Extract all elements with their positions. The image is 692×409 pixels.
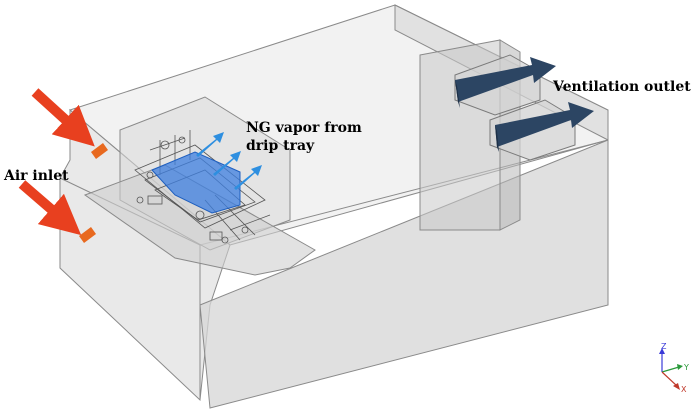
vapor-arrow xyxy=(234,165,262,190)
equipment-box xyxy=(147,195,163,205)
equipment-box xyxy=(209,231,223,241)
outlet-arrow xyxy=(455,80,460,108)
equipment-valve xyxy=(160,140,170,150)
ventilation-outlet-label: Ventilation outlet xyxy=(553,79,691,95)
air-inlet-opening xyxy=(79,227,96,243)
air-inlet-arrow xyxy=(31,88,95,147)
z-axis-label: Z xyxy=(661,342,667,351)
drip-tray xyxy=(151,151,241,214)
equipment-valve xyxy=(241,226,249,234)
y-axis-line xyxy=(661,366,680,373)
equipment-valve xyxy=(195,210,205,220)
ng-vapor-label-line2: drip tray xyxy=(246,138,315,154)
air-inlet-arrow xyxy=(18,180,82,236)
air-inlet-opening xyxy=(91,143,108,159)
outlet-arrow xyxy=(495,125,499,152)
z-axis-head xyxy=(659,348,665,354)
equipment-valve xyxy=(146,171,154,179)
equipment-valve xyxy=(178,136,186,144)
x-axis-label: X xyxy=(681,385,687,394)
vapor-arrow xyxy=(213,151,241,176)
equipment-pipe xyxy=(229,214,271,231)
ng-vapor-label-line1: NG vapor from xyxy=(246,120,362,136)
outlet-arrow xyxy=(455,57,556,102)
vapor-arrows xyxy=(196,132,262,190)
outlet-arrow xyxy=(495,102,594,147)
vapor-arrow xyxy=(196,132,224,157)
y-axis-label: Y xyxy=(684,363,689,372)
equipment-valve xyxy=(136,196,144,204)
y-axis-head xyxy=(677,364,683,370)
outlet-arrows xyxy=(455,57,594,152)
x-axis-line xyxy=(661,371,678,387)
air-inlet-label: Air inlet xyxy=(4,168,69,184)
axis-triad xyxy=(659,348,683,390)
x-axis-head xyxy=(673,383,680,390)
ng-vapor-label: NG vapor from drip tray xyxy=(246,119,362,155)
